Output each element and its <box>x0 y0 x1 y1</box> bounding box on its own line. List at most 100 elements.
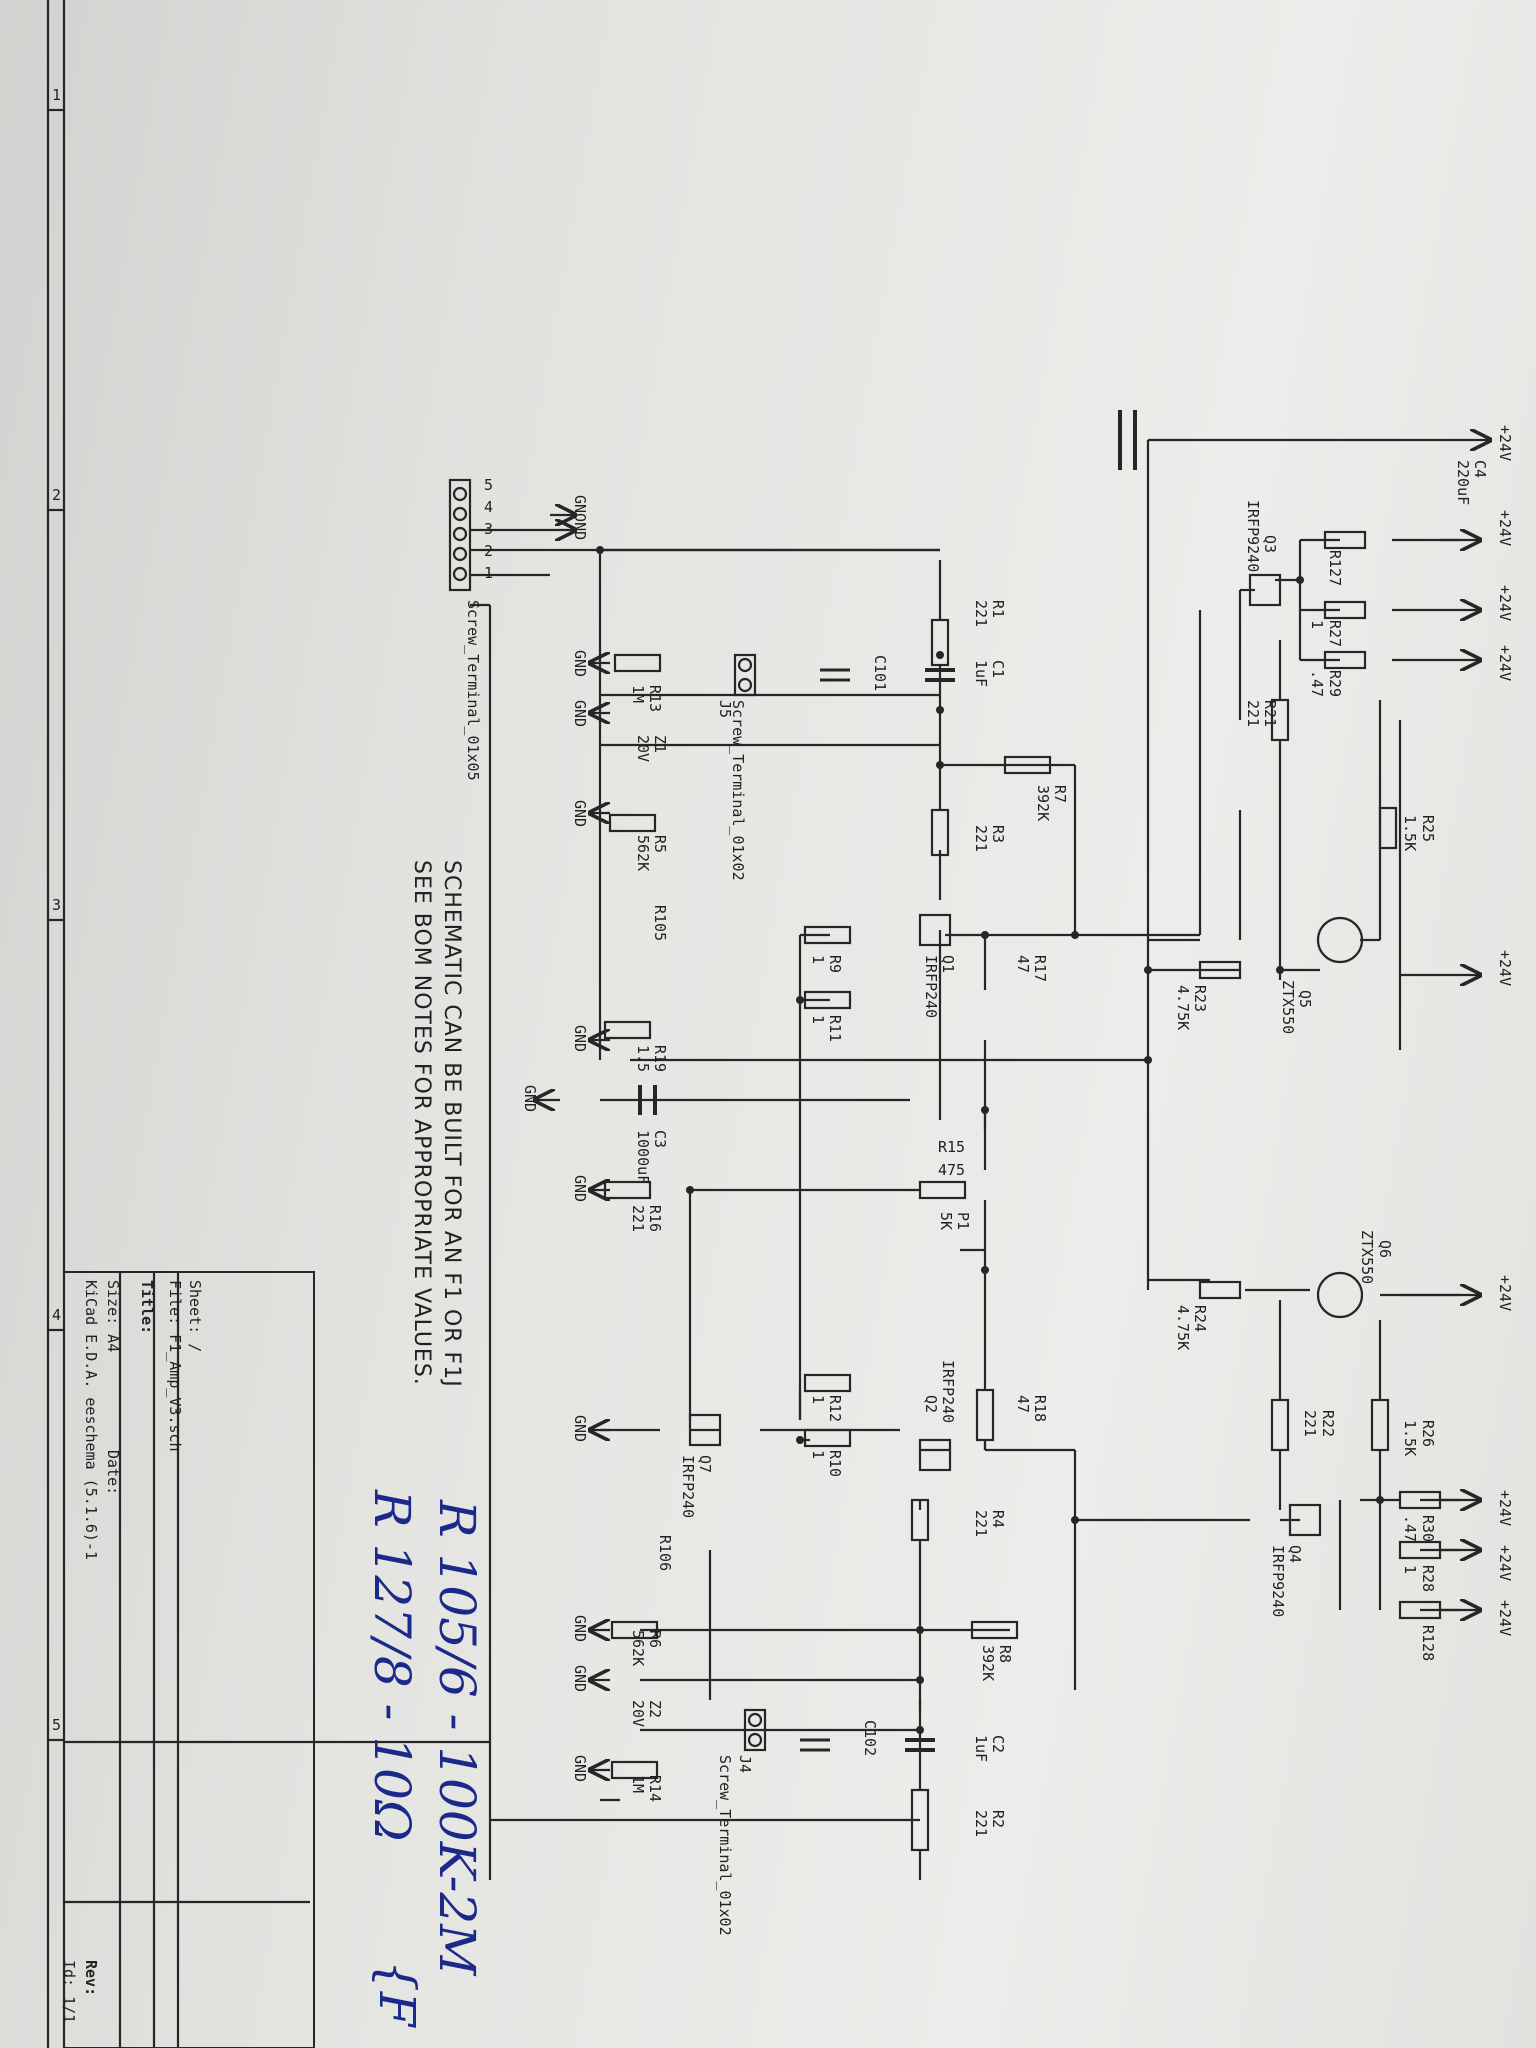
supply-label-9: +24V <box>1496 1600 1514 1636</box>
r128-ref: R128 <box>1419 1625 1437 1661</box>
r12-value: 1 <box>809 1395 827 1404</box>
r27-value: 1 <box>1308 620 1326 629</box>
c4-value: 220uF <box>1454 460 1472 505</box>
gnd-label-4: GND <box>571 1025 589 1052</box>
frame-number-4: 4 <box>52 1306 61 1324</box>
c4-ref: C4 <box>1471 460 1489 478</box>
r29-ref: R29 <box>1326 670 1344 697</box>
title-block <box>63 1271 315 2048</box>
wires <box>470 438 1460 1880</box>
r21-ref: R21 <box>1261 700 1279 727</box>
gnd-label-2: GND <box>571 700 589 727</box>
r8-value: 392K <box>979 1645 997 1681</box>
r23-value: 4.75K <box>1174 985 1192 1030</box>
r11-ref: R11 <box>826 1015 844 1042</box>
title-size: Size: A4 <box>104 1280 122 1352</box>
r30-value: .47 <box>1401 1515 1419 1542</box>
handwritten-brace: {F <box>368 1960 426 2029</box>
r2-value: 221 <box>972 1810 990 1837</box>
gnd-label-10: GND <box>571 1755 589 1782</box>
gnd-label-7: GND <box>571 1415 589 1442</box>
r22-value: 221 <box>1301 1410 1319 1437</box>
transistor-symbols <box>688 573 1364 1537</box>
supply-label-3: +24V <box>1496 585 1514 621</box>
c2-ref: C2 <box>989 1735 1007 1753</box>
r13-value: 1M <box>629 685 647 703</box>
supply-label-5: +24V <box>1496 950 1514 986</box>
gnd-label-1: GND <box>571 650 589 677</box>
supply-label-1: +24V <box>1496 425 1514 461</box>
r8-ref: R8 <box>996 1645 1014 1663</box>
r10-ref: R10 <box>826 1450 844 1477</box>
r17-value: 47 <box>1014 955 1032 973</box>
r2-ref: R2 <box>989 1810 1007 1828</box>
r21-value: 221 <box>1244 700 1262 727</box>
terminal-pin-numbers: 5 4 3 2 1 <box>484 476 493 582</box>
p1-ref: P1 <box>954 1212 972 1230</box>
pin-5: 5 <box>484 476 493 494</box>
r19-value: 1.5 <box>634 1045 652 1072</box>
r4-ref: R4 <box>989 1510 1007 1528</box>
component-labels: C4 220uF R127 R27 1 R29 .47 Q3 IRFP9240 … <box>464 460 1489 1936</box>
r18-value: 47 <box>1014 1395 1032 1413</box>
r7-ref: R7 <box>1051 785 1069 803</box>
r16-ref: R16 <box>646 1205 664 1232</box>
r27-ref: R27 <box>1326 620 1344 647</box>
q5-value: ZTX550 <box>1279 980 1297 1034</box>
r13-ref: R13 <box>646 685 664 712</box>
r105-ref: R105 <box>651 905 669 941</box>
r26-ref: R26 <box>1419 1420 1437 1447</box>
r25-ref: R25 <box>1419 815 1437 842</box>
q2-ref: IRFP240 <box>939 1360 957 1423</box>
c3-value: 1000uF <box>634 1130 652 1184</box>
c2-value: 1uF <box>972 1735 990 1762</box>
r23-ref: R23 <box>1191 985 1209 1012</box>
r14-value: 1M <box>629 1775 647 1793</box>
r5-value: 562K <box>634 835 652 871</box>
title-sheet: Sheet: / <box>186 1280 204 1352</box>
r106-ref: R106 <box>656 1535 674 1571</box>
p1-value: 5K <box>937 1212 955 1230</box>
r9-ref: R9 <box>826 955 844 973</box>
j1-value: Screw_Terminal_01x05 <box>464 600 482 781</box>
r14-ref: R14 <box>646 1775 664 1802</box>
r24-value: 4.75K <box>1174 1305 1192 1350</box>
q2-value: Q2 <box>922 1395 940 1413</box>
pin-3: 3 <box>484 520 493 538</box>
pin-1: 1 <box>484 564 493 582</box>
handwritten-note-r127: R 127/8 - 10Ω <box>363 1489 421 1841</box>
gnd-label-5: GND <box>521 1085 539 1112</box>
q5-ref: Q5 <box>1296 990 1314 1008</box>
pin-2: 2 <box>484 542 493 560</box>
r18-ref: R18 <box>1031 1395 1049 1422</box>
terminal-blocks <box>448 478 767 1752</box>
frame-number-1: 1 <box>52 86 61 104</box>
r29-value: .47 <box>1308 670 1326 697</box>
r28-ref: R28 <box>1419 1565 1437 1592</box>
frame-number-5: 5 <box>52 1716 61 1734</box>
r1-value: 221 <box>972 600 990 627</box>
r28-value: 1 <box>1401 1565 1419 1574</box>
r5-ref: R5 <box>651 835 669 853</box>
r25-value: 1.5K <box>1401 815 1419 851</box>
q6-value: ZTX550 <box>1358 1230 1376 1284</box>
r6-value: 562K <box>629 1630 647 1666</box>
r17-ref: R17 <box>1031 955 1049 982</box>
supply-label-6: +24V <box>1496 1275 1514 1311</box>
q4-ref: Q4 <box>1286 1545 1304 1563</box>
gnd-label-6: GND <box>571 1175 589 1202</box>
gnd-symbols <box>535 515 610 1770</box>
supply-label-7: +24V <box>1496 1490 1514 1526</box>
r1-ref: R1 <box>989 600 1007 618</box>
r15-ref: R15 <box>938 1138 965 1156</box>
title-label: Title: <box>138 1280 156 1334</box>
c1-value: 1uF <box>972 660 990 687</box>
z2-value: 20V <box>629 1700 647 1727</box>
capacitor-symbols <box>638 410 1137 1752</box>
r6-ref: R6 <box>646 1630 664 1648</box>
q3-value: IRFP9240 <box>1244 500 1262 572</box>
title-file: File: F1_Amp_V3.sch <box>166 1280 184 1452</box>
resistor-bodies <box>603 530 1442 1852</box>
